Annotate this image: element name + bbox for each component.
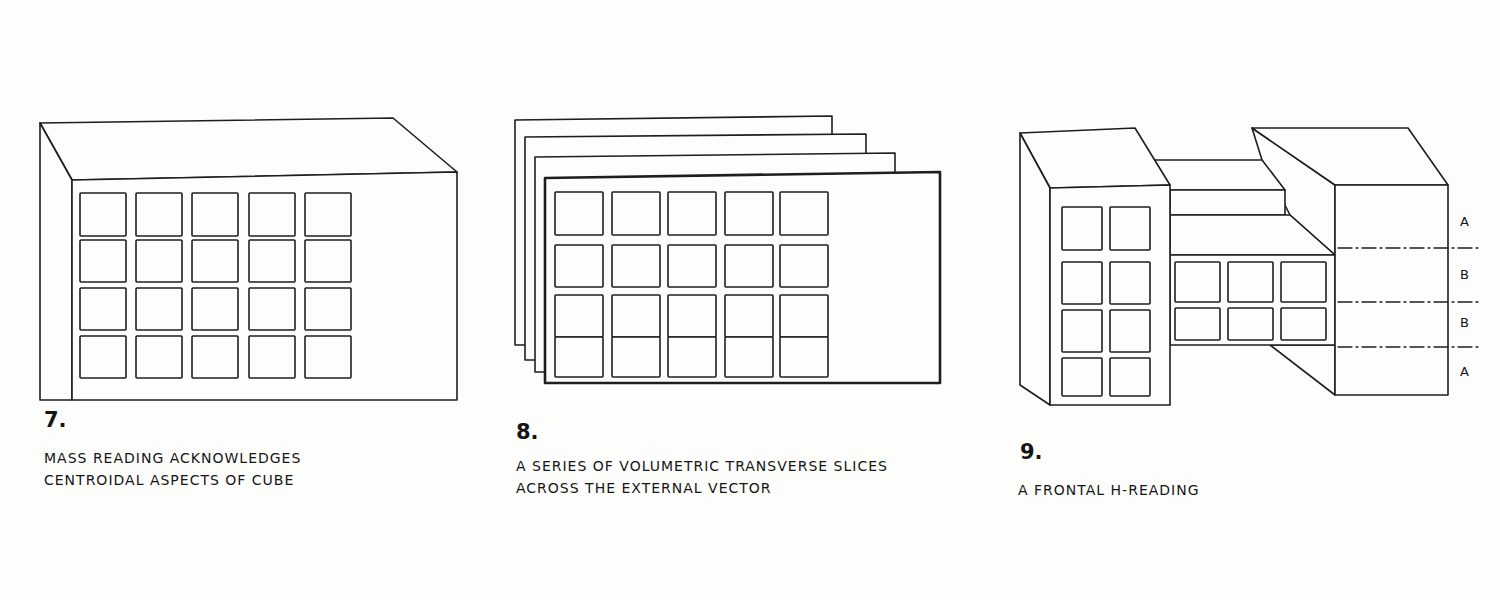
zone-letter: B — [1460, 313, 1484, 333]
figure-caption: MASS READING ACKNOWLEDGES CENTROIDAL ASP… — [44, 448, 344, 491]
zone-letter: A — [1460, 212, 1484, 232]
figure-number: 8. — [516, 416, 576, 449]
h-form-building — [1020, 128, 1448, 405]
figure-number: 7. — [44, 404, 104, 437]
zone-letter: A — [1460, 362, 1484, 382]
figure-caption: A FRONTAL H-READING — [1018, 480, 1378, 502]
transverse-slices — [515, 116, 940, 383]
cube-mass — [40, 118, 457, 400]
figure-number: 9. — [1020, 436, 1080, 469]
zone-divider-lines — [1338, 248, 1478, 347]
zone-letter: B — [1460, 265, 1484, 285]
figure-caption: A SERIES OF VOLUMETRIC TRANSVERSE SLICES… — [516, 456, 936, 499]
